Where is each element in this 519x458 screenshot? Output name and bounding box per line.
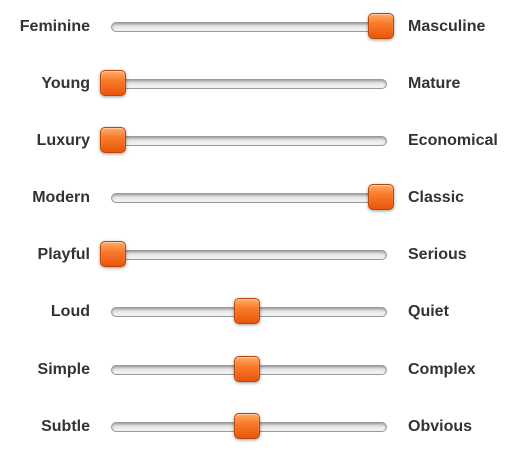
slider-label-left: Simple	[37, 361, 90, 378]
slider-label-right: Complex	[408, 361, 476, 378]
slider-label-right: Serious	[408, 246, 467, 263]
slider-label-left: Young	[41, 75, 90, 92]
slider-thumb[interactable]	[100, 241, 126, 267]
slider-label-left: Feminine	[19, 18, 90, 35]
slider-row-modern-classic: Modern Classic	[0, 178, 519, 218]
slider-row-feminine-masculine: Feminine Masculine	[0, 7, 519, 47]
slider-groove	[111, 79, 387, 89]
slider-thumb[interactable]	[100, 127, 126, 153]
slider-label-left: Loud	[50, 303, 90, 320]
slider-track[interactable]	[100, 70, 387, 96]
slider-groove	[111, 193, 387, 203]
slider-thumb[interactable]	[100, 70, 126, 96]
slider-groove	[111, 22, 387, 32]
slider-row-simple-complex: Simple Complex	[0, 350, 519, 390]
slider-track[interactable]	[111, 184, 394, 210]
slider-thumb[interactable]	[368, 13, 394, 39]
slider-row-loud-quiet: Loud Quiet	[0, 292, 519, 332]
slider-row-luxury-economical: Luxury Economical	[0, 121, 519, 161]
slider-track[interactable]	[111, 298, 387, 324]
slider-thumb[interactable]	[234, 298, 260, 324]
slider-label-right: Economical	[408, 132, 498, 149]
slider-groove	[111, 250, 387, 260]
slider-label-right: Masculine	[408, 18, 486, 35]
slider-track[interactable]	[100, 127, 387, 153]
slider-row-playful-serious: Playful Serious	[0, 235, 519, 275]
slider-label-left: Luxury	[36, 132, 90, 149]
slider-track[interactable]	[111, 356, 387, 382]
slider-label-right: Quiet	[408, 303, 449, 320]
slider-label-left: Modern	[32, 189, 90, 206]
slider-label-right: Mature	[408, 75, 461, 92]
slider-row-subtle-obvious: Subtle Obvious	[0, 407, 519, 447]
slider-track[interactable]	[111, 13, 394, 39]
slider-groove	[111, 136, 387, 146]
slider-label-right: Classic	[408, 189, 465, 206]
slider-track[interactable]	[111, 413, 387, 439]
slider-label-right: Obvious	[408, 418, 473, 435]
slider-thumb[interactable]	[368, 184, 394, 210]
slider-label-left: Playful	[37, 246, 90, 263]
slider-thumb[interactable]	[234, 356, 260, 382]
slider-thumb[interactable]	[234, 413, 260, 439]
slider-row-young-mature: Young Mature	[0, 64, 519, 104]
slider-label-left: Subtle	[41, 418, 90, 435]
slider-track[interactable]	[100, 241, 387, 267]
